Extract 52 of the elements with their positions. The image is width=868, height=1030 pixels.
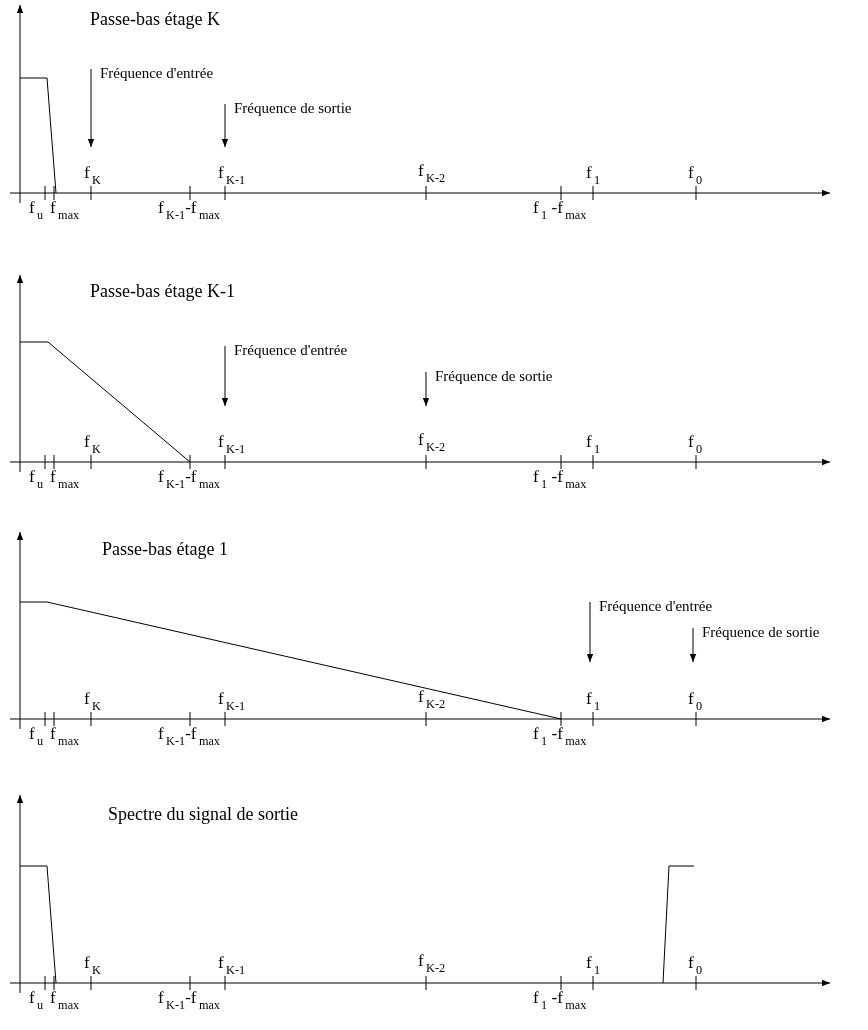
frequency-label: f$_{max}$ bbox=[50, 199, 80, 222]
frequency-label: f$_{K}$ bbox=[84, 433, 101, 456]
arrow bbox=[689, 627, 697, 663]
panel-title: Passe-bas étage K-1 bbox=[90, 282, 235, 302]
frequency-label: f$_{K-1}$-f$_{max}$ bbox=[158, 725, 220, 748]
frequency-annotation: Fréquence de sortie bbox=[426, 366, 553, 386]
panel-title: Spectre du signal de sortie bbox=[108, 805, 298, 825]
frequency-annotation: Fréquence d'entrée bbox=[225, 340, 348, 360]
frequency-label: f$_{max}$ bbox=[50, 989, 80, 1012]
arrow bbox=[221, 345, 229, 407]
frequency-label: f$_{K-1}$-f$_{max}$ bbox=[158, 468, 220, 491]
frequency-label: f$_{K-2}$ bbox=[418, 162, 446, 185]
frequency-label: f$_{K-1}$-f$_{max}$ bbox=[158, 199, 220, 222]
frequency-annotation: Fréquence de sortie bbox=[225, 98, 352, 118]
frequency-label: f$_{max}$ bbox=[50, 468, 80, 491]
frequency-label: f$_{K}$ bbox=[84, 164, 101, 187]
frequency-annotation: Fréquence d'entrée bbox=[590, 596, 713, 616]
frequency-annotation: Fréquence d'entrée bbox=[91, 63, 214, 83]
frequency-label: f$_{max}$ bbox=[50, 725, 80, 748]
frequency-label: f$_{u}$ bbox=[29, 725, 44, 748]
panel-title: Passe-bas étage 1 bbox=[102, 540, 228, 560]
frequency-label: f$_{0}$ bbox=[688, 433, 703, 456]
frequency-label: f$_{K-1}$ bbox=[218, 164, 246, 187]
frequency-label: f$_{0}$ bbox=[688, 690, 703, 713]
frequency-label: f$_{1}$ bbox=[586, 954, 601, 977]
frequency-label: f$_{1}$ -f$_{max}$ bbox=[533, 725, 587, 748]
frequency-label: f$_{K-1}$-f$_{max}$ bbox=[158, 989, 220, 1012]
frequency-label: f$_{1}$ bbox=[586, 164, 601, 187]
panel-title: Passe-bas étage K bbox=[90, 10, 220, 30]
frequency-label: f$_{1}$ bbox=[586, 433, 601, 456]
arrow bbox=[87, 68, 95, 148]
frequency-annotation: Fréquence de sortie bbox=[693, 622, 820, 642]
arrow bbox=[422, 371, 430, 407]
frequency-label: f$_{K-1}$ bbox=[218, 690, 246, 713]
frequency-label: f$_{1}$ -f$_{max}$ bbox=[533, 199, 587, 222]
frequency-label: f$_{u}$ bbox=[29, 468, 44, 491]
frequency-label: f$_{K-2}$ bbox=[418, 952, 446, 975]
arrow bbox=[586, 601, 594, 663]
arrow bbox=[221, 103, 229, 148]
frequency-label: f$_{1}$ bbox=[586, 690, 601, 713]
frequency-label: f$_{K-1}$ bbox=[218, 954, 246, 977]
frequency-label: f$_{K}$ bbox=[84, 690, 101, 713]
frequency-label: f$_{K}$ bbox=[84, 954, 101, 977]
frequency-label: f$_{0}$ bbox=[688, 164, 703, 187]
frequency-label: f$_{K-2}$ bbox=[418, 431, 446, 454]
frequency-label: f$_{u}$ bbox=[29, 989, 44, 1012]
frequency-label: f$_{0}$ bbox=[688, 954, 703, 977]
frequency-label: f$_{K-2}$ bbox=[418, 688, 446, 711]
frequency-label: f$_{1}$ -f$_{max}$ bbox=[533, 468, 587, 491]
frequency-label: f$_{1}$ -f$_{max}$ bbox=[533, 989, 587, 1012]
frequency-label: f$_{u}$ bbox=[29, 199, 44, 222]
frequency-label: f$_{K-1}$ bbox=[218, 433, 246, 456]
